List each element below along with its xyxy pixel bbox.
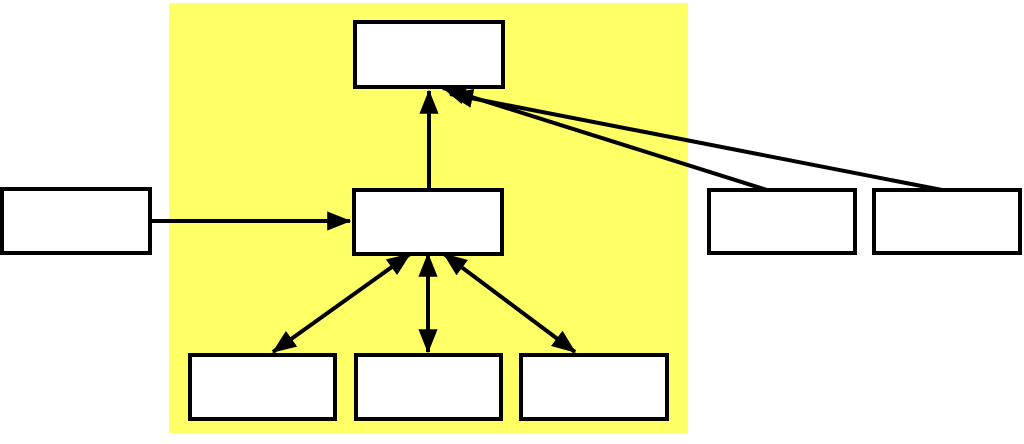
node-bottom-2-box [354,353,503,421]
node-right-1 [707,188,857,255]
node-right-1-box [707,188,857,255]
edges-layer [150,85,943,354]
node-left [0,187,152,255]
node-center [352,188,504,256]
node-right-2-box [872,188,1022,255]
node-right-2 [872,188,1022,255]
node-bottom-3-box [519,353,669,421]
node-bottom-2 [354,353,503,421]
node-top [353,20,505,89]
edge-center-to-bottom-3-bidirectional-arrow [442,252,577,354]
node-top-box [353,20,505,89]
node-left-box [0,187,152,255]
edge-right-2-to-top-arrow [448,88,943,192]
nodes-layer [0,20,1022,421]
node-center-box [352,188,504,256]
node-bottom-1 [188,353,337,421]
edge-center-to-bottom-1-bidirectional-arrow [271,252,412,354]
node-bottom-3 [519,353,669,421]
node-bottom-1-box [188,353,337,421]
